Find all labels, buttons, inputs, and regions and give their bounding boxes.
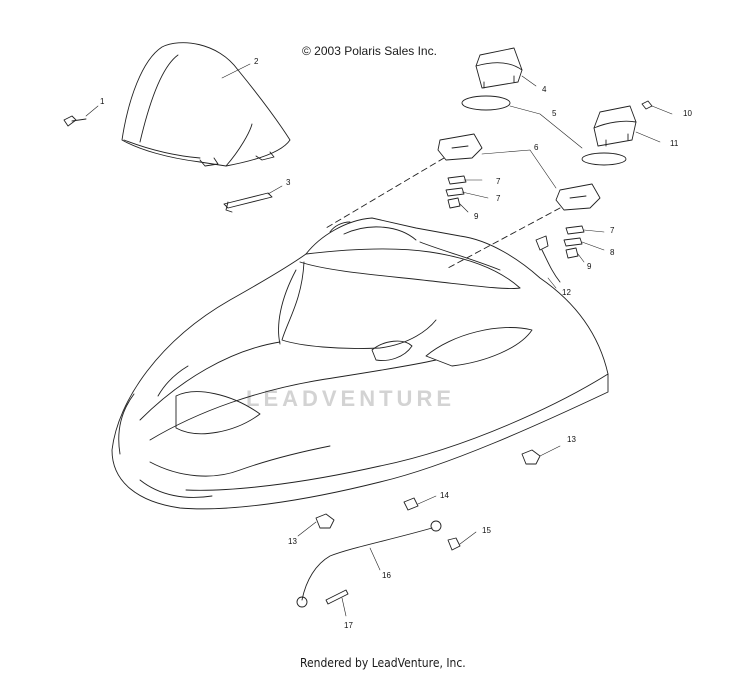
bolt-part-14 xyxy=(403,497,419,511)
bulb-part-12 xyxy=(535,235,561,283)
fastener-stack-right xyxy=(563,225,585,259)
callout-label: 9 xyxy=(587,262,592,271)
callout-label: 11 xyxy=(670,139,679,148)
clip-part-13-right xyxy=(521,449,541,465)
callout-label: 16 xyxy=(382,571,391,580)
callout-label: 13 xyxy=(567,435,576,444)
screw-part-1 xyxy=(63,115,87,127)
callout-label: 4 xyxy=(542,85,547,94)
rendered-by-credit: Rendered by LeadVenture, Inc. xyxy=(300,656,466,670)
screw-part-10 xyxy=(641,100,653,110)
gauge-bezel-6a xyxy=(437,133,483,161)
callout-label: 8 xyxy=(610,248,615,257)
watermark-logo: LEADVENTURE xyxy=(246,386,456,411)
tether-cable-16 xyxy=(296,520,442,608)
pin-part-17 xyxy=(325,589,349,605)
gauge-housing-4 xyxy=(475,47,523,89)
callout-label: 17 xyxy=(344,621,353,630)
gauge-lens-5a xyxy=(461,95,511,111)
callout-label: 14 xyxy=(440,491,449,500)
callout-label: 7 xyxy=(496,194,501,203)
callout-label: 7 xyxy=(496,177,501,186)
callout-label: 3 xyxy=(286,178,291,187)
callout-label: 6 xyxy=(534,143,539,152)
gauge-housing-11 xyxy=(593,105,637,147)
callout-label: 15 xyxy=(482,526,491,535)
callout-label: 7 xyxy=(610,226,615,235)
callout-label: 1 xyxy=(100,97,105,106)
copyright-notice: © 2003 Polaris Sales Inc. xyxy=(302,44,437,58)
callout-label: 5 xyxy=(552,109,557,118)
clip-part-13-left xyxy=(315,513,335,529)
hood-body xyxy=(111,217,609,510)
callout-label: 10 xyxy=(683,109,692,118)
callout-label: 12 xyxy=(562,288,571,297)
fastener-stack-left xyxy=(445,175,467,209)
gauge-lens-5b xyxy=(581,152,627,166)
callout-label: 9 xyxy=(474,212,479,221)
bracket-part-3 xyxy=(223,192,273,213)
callout-label: 13 xyxy=(288,537,297,546)
callout-label: 2 xyxy=(254,57,259,66)
gauge-bezel-6b xyxy=(555,183,601,211)
windshield-part xyxy=(121,42,291,167)
nut-part-15 xyxy=(447,537,461,551)
